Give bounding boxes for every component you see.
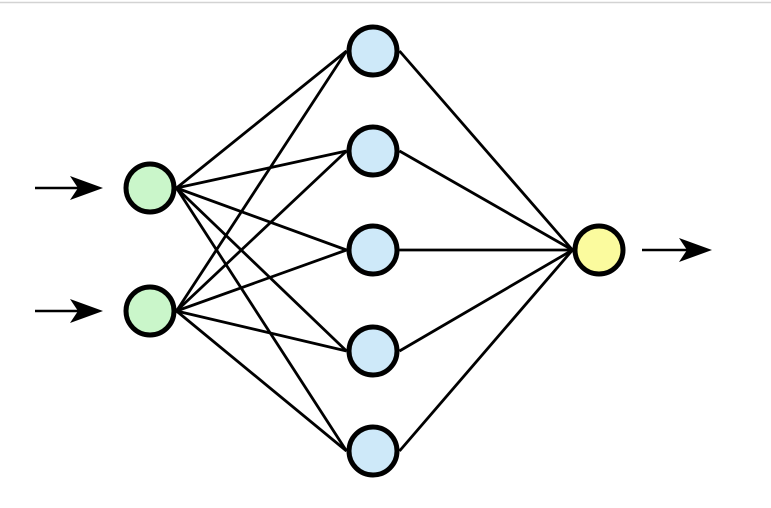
hidden-node-3 xyxy=(346,223,400,277)
input-arrow-1-head-icon xyxy=(70,176,103,200)
output-node-1 xyxy=(572,223,626,277)
input-node-2 xyxy=(123,284,177,338)
edge-input-layer-1-to-hidden-layer-5 xyxy=(175,187,348,452)
edge-hidden-layer-4-to-output-layer-1 xyxy=(398,248,574,353)
hidden-node-1 xyxy=(346,24,400,78)
edge-input-layer-2-to-hidden-layer-2 xyxy=(175,149,348,313)
edge-input-layer-2-to-hidden-layer-5 xyxy=(175,309,348,453)
edge-hidden-layer-1-to-output-layer-1 xyxy=(398,50,574,251)
edge-input-layer-2-to-hidden-layer-1 xyxy=(175,50,348,312)
hidden-node-2 xyxy=(346,124,400,178)
hidden-node-5 xyxy=(346,424,400,478)
input-arrow-2-head-icon xyxy=(70,299,103,323)
edge-input-layer-2-to-hidden-layer-3 xyxy=(176,248,347,313)
input-node-1 xyxy=(123,161,177,215)
hidden-node-4 xyxy=(346,324,400,378)
edge-input-layer-1-to-hidden-layer-4 xyxy=(175,186,348,353)
edge-input-layer-1-to-hidden-layer-2 xyxy=(176,149,347,190)
edge-input-layer-1-to-hidden-layer-3 xyxy=(176,186,347,252)
edge-input-layer-1-to-hidden-layer-1 xyxy=(175,49,348,190)
edge-hidden-layer-5-to-output-layer-1 xyxy=(398,249,574,452)
output-arrow-head-icon xyxy=(679,238,712,262)
edge-hidden-layer-2-to-output-layer-1 xyxy=(398,149,574,252)
edge-input-layer-2-to-hidden-layer-4 xyxy=(176,309,347,353)
